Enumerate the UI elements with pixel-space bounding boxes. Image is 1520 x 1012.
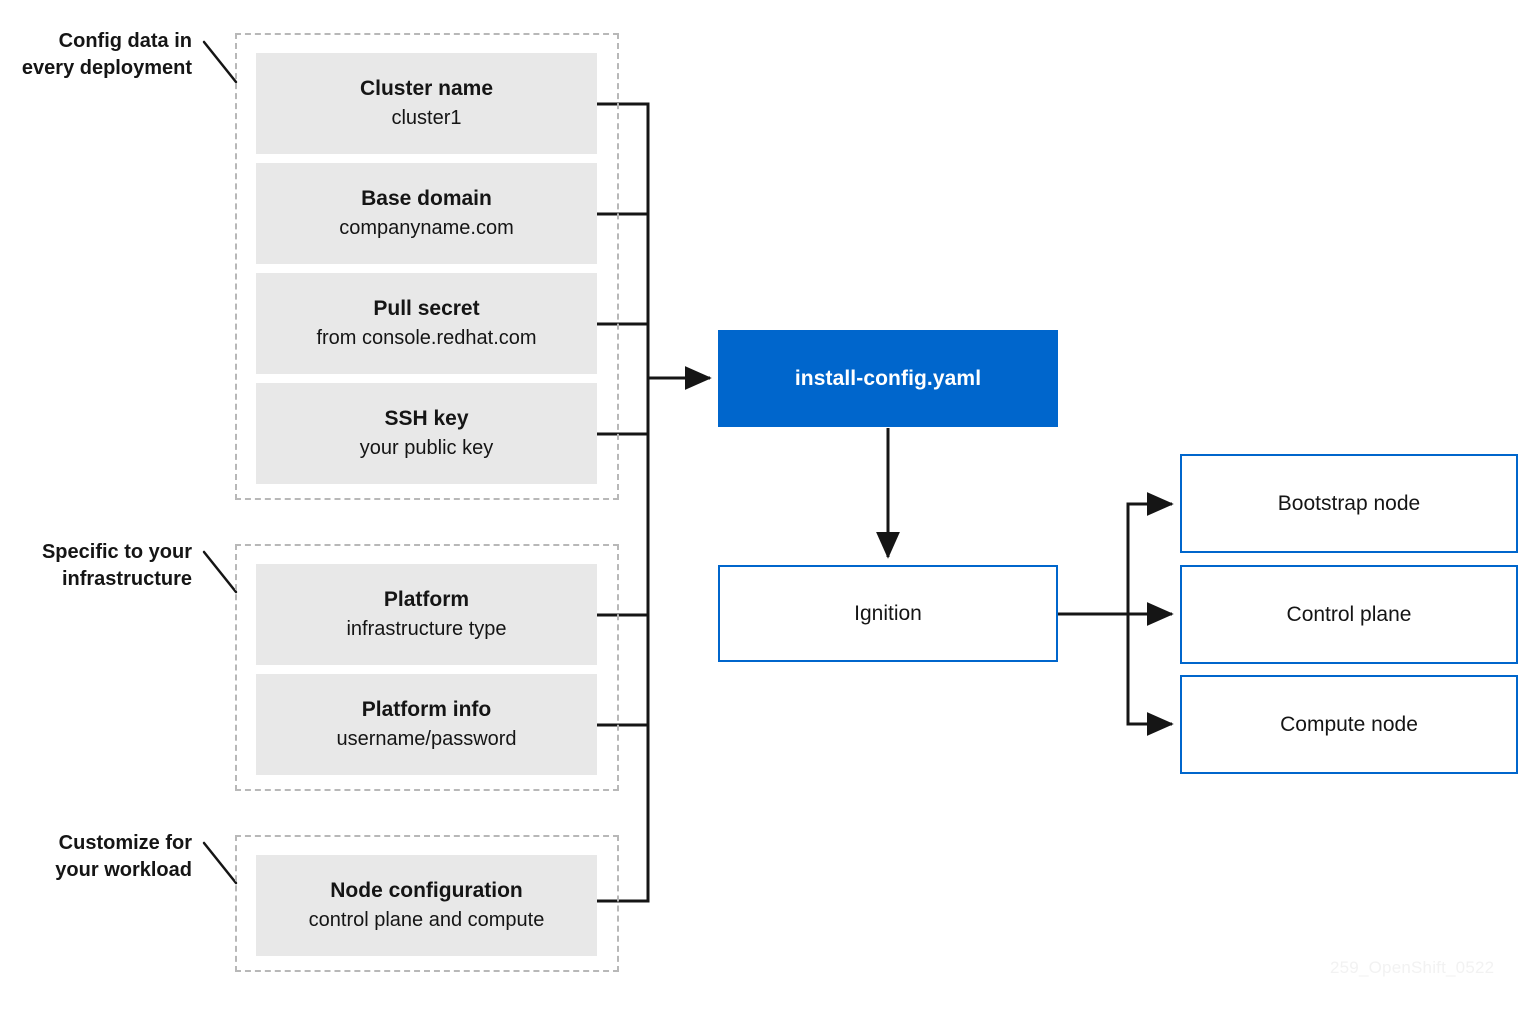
card-title: Platform [383,588,470,612]
leader-line-workload [202,841,238,885]
card-title: Node configuration [330,879,523,903]
card-title: Platform info [361,698,492,722]
node-label: Ignition [854,601,922,625]
card-subtitle: from console.redhat.com [316,327,537,350]
card-title: Base domain [361,187,492,211]
card-subtitle: your public key [359,437,494,460]
node-label: Compute node [1280,712,1418,736]
card-title: Pull secret [373,297,480,321]
node-label: install-config.yaml [794,366,982,390]
annotation-config-data: Config data in every deployment [21,30,192,79]
annotation-leader-lines [202,40,238,885]
card-subtitle: cluster1 [391,107,462,130]
node-label: Control plane [1286,602,1412,626]
group-infra-config [235,544,619,791]
annotation-infrastructure: Specific to your infrastructure [41,541,192,590]
card-ssh-key[interactable]: SSH key your public key [256,383,597,484]
node-bootstrap-node[interactable]: Bootstrap node [1180,454,1518,553]
card-cluster-name[interactable]: Cluster name cluster1 [256,53,597,154]
ignition-output-bus [1056,502,1130,726]
card-subtitle: companyname.com [339,217,514,240]
annotation-workload: Customize for your workload [55,832,192,881]
card-pull-secret[interactable]: Pull secret from console.redhat.com [256,273,597,374]
card-subtitle: infrastructure type [346,618,507,641]
card-node-configuration[interactable]: Node configuration control plane and com… [256,855,597,956]
node-label: Bootstrap node [1277,491,1421,515]
node-ignition[interactable]: Ignition [718,565,1058,662]
card-subtitle: username/password [336,728,517,751]
leader-line-config-data [202,40,238,84]
node-compute-node[interactable]: Compute node [1180,675,1518,774]
card-platform-info[interactable]: Platform info username/password [256,674,597,775]
card-title: Cluster name [359,77,494,101]
group-common-config [235,33,619,500]
node-control-plane[interactable]: Control plane [1180,565,1518,664]
card-subtitle: control plane and compute [308,909,545,932]
group-workload-config [235,835,619,972]
card-base-domain[interactable]: Base domain companyname.com [256,163,597,264]
card-platform[interactable]: Platform infrastructure type [256,564,597,665]
leader-line-infrastructure [202,550,238,594]
node-install-config-yaml[interactable]: install-config.yaml [718,330,1058,427]
card-title: SSH key [384,407,469,431]
watermark-label: 259_OpenShift_0522 [1330,958,1495,977]
